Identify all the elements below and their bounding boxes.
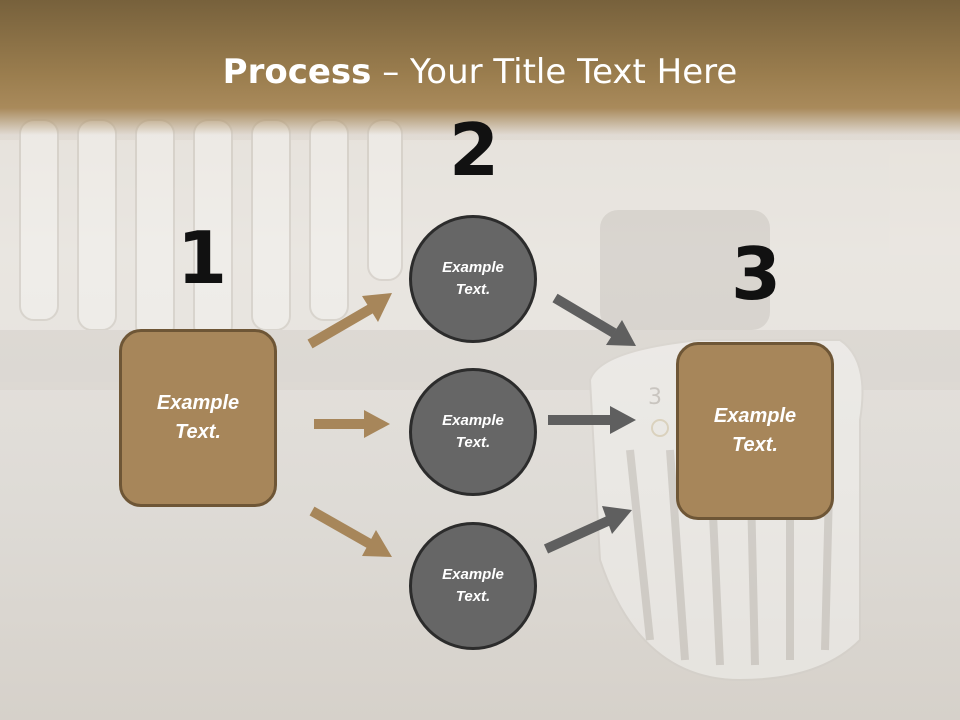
left-box-line2: Text.	[175, 421, 221, 443]
title-separator: –	[371, 52, 411, 92]
circle-middle[interactable]: Example Text.	[409, 368, 537, 496]
arrow-left-middle	[314, 410, 390, 438]
step-number-3: 3	[731, 232, 782, 316]
circle-top-line2: Text.	[455, 281, 491, 298]
right-box-line1: Example	[713, 405, 797, 427]
arrow-right-up	[543, 506, 632, 554]
step-number-1: 1	[177, 216, 228, 300]
circle-middle-line2: Text.	[455, 434, 491, 451]
title-bold: Process	[222, 52, 372, 92]
slide-title: Process – Your Title Text Here	[0, 52, 960, 92]
right-box-line2: Text.	[732, 434, 778, 456]
circle-bottom[interactable]: Example Text.	[409, 522, 537, 650]
arrow-right-down	[552, 293, 636, 346]
circle-bottom-line1: Example	[442, 565, 504, 583]
header-band	[0, 0, 960, 135]
arrow-left-down	[309, 506, 392, 557]
circle-top[interactable]: Example Text.	[409, 215, 537, 343]
circle-middle-line1: Example	[442, 411, 504, 429]
arrow-left-up	[307, 293, 392, 349]
left-box-line1: Example	[156, 392, 240, 414]
title-rest: Your Title Text Here	[410, 52, 738, 92]
right-box[interactable]: Example Text.	[676, 342, 834, 520]
circle-top-line1: Example	[442, 258, 504, 276]
left-box[interactable]: Example Text.	[119, 329, 277, 507]
dial-label: 3	[648, 385, 662, 410]
circle-bottom-line2: Text.	[455, 588, 491, 605]
arrow-right-middle	[548, 406, 636, 434]
step-number-2: 2	[449, 108, 500, 192]
